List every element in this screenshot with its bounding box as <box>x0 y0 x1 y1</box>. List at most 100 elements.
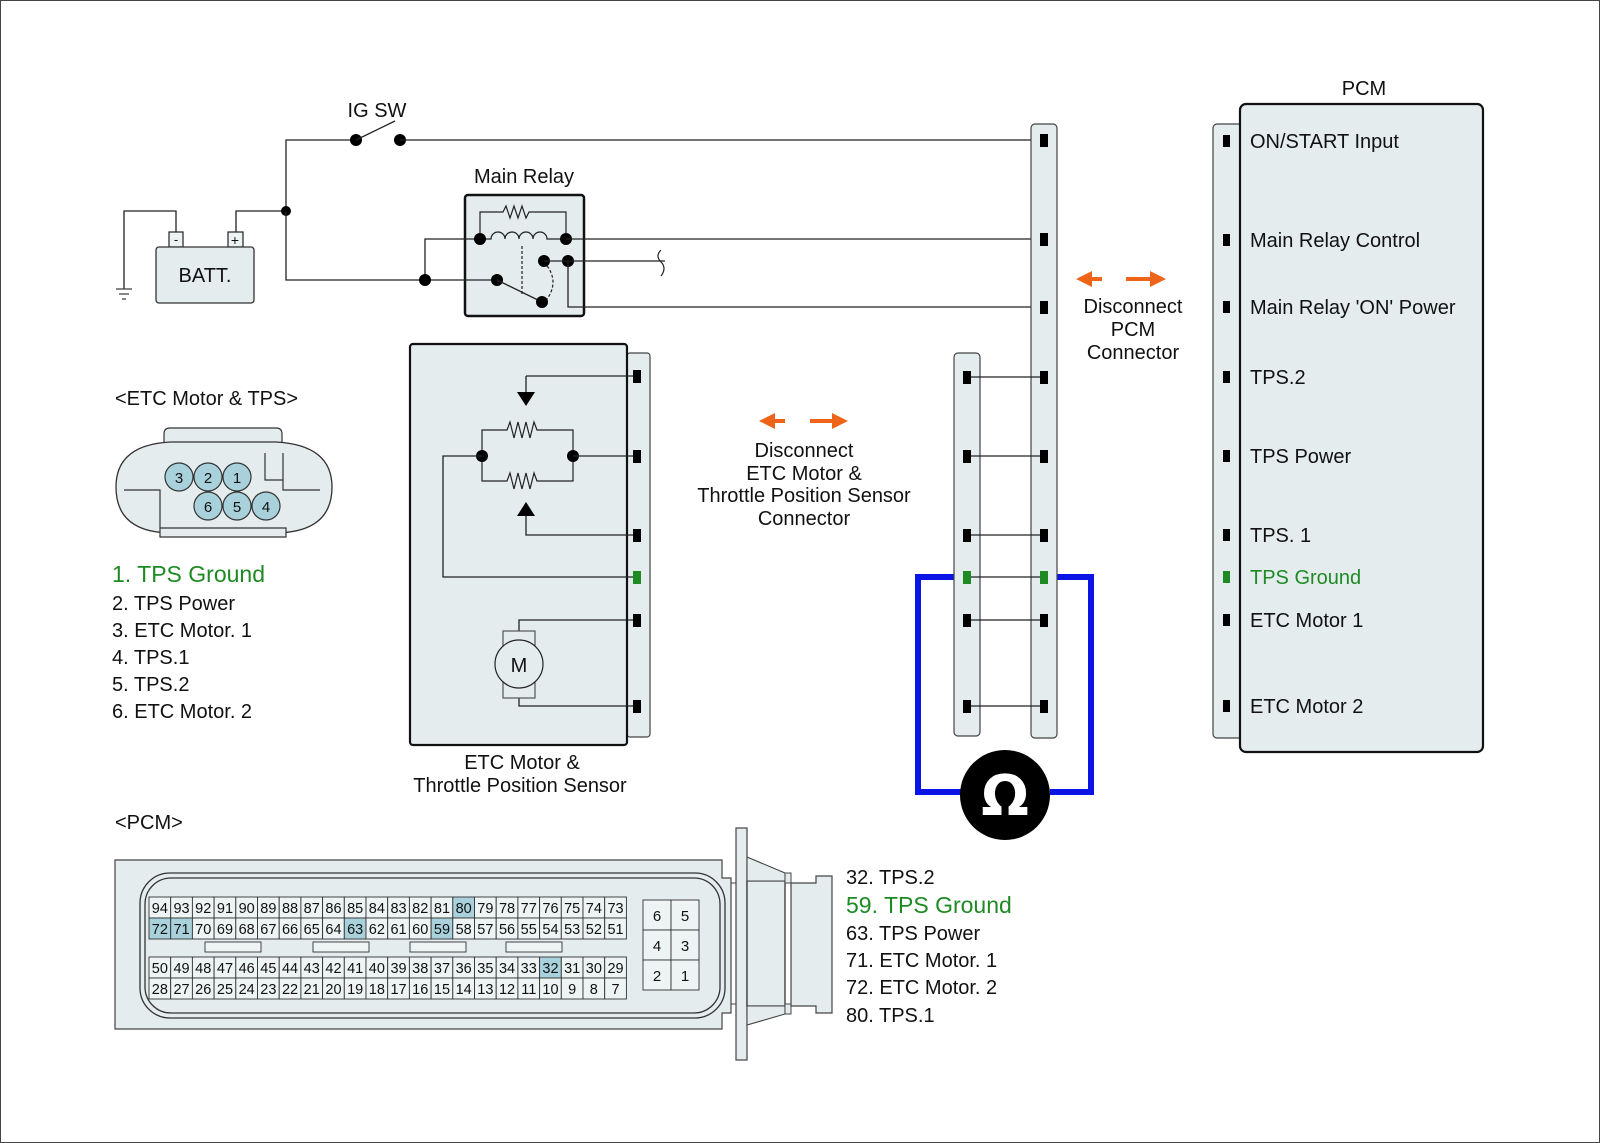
pcm-pin-number: 63 <box>347 922 363 938</box>
pcm-small-pin <box>670 929 700 961</box>
etc-legend-item: 1. TPS Ground <box>112 561 265 587</box>
pcm-pin-number: 9 <box>568 982 576 998</box>
pcm-pin-number: 26 <box>195 982 211 998</box>
pcm-pin-number: 24 <box>239 982 255 998</box>
etc-harness-ground-pin[interactable] <box>963 571 971 584</box>
etc-pin <box>193 462 223 492</box>
pcm-connector-pin <box>604 977 627 1000</box>
pcm-pin-number: 64 <box>325 922 341 938</box>
pcm-harness-pin[interactable] <box>1040 614 1048 627</box>
sensor-caption-line1: ETC Motor & <box>464 752 580 774</box>
etc-pin-number: 1 <box>233 470 241 487</box>
pcm-pin-number: 49 <box>173 961 189 977</box>
pcm-pin-number: 61 <box>390 922 406 938</box>
pcm-pin-label: TPS. 1 <box>1250 525 1311 547</box>
pcm-pin-label: ON/START Input <box>1250 131 1399 153</box>
etc-harness-pin[interactable] <box>963 529 971 542</box>
etc-harness-pin[interactable] <box>963 700 971 713</box>
pcm-harness-pin[interactable] <box>1040 371 1048 384</box>
pcm-pin-number: 40 <box>369 961 385 977</box>
etc-pin <box>193 491 223 521</box>
pcm-pin-label: TPS.2 <box>1250 367 1306 389</box>
etc-legend-item: 2. TPS Power <box>112 593 235 615</box>
pcm-pin-number: 15 <box>434 982 450 998</box>
pcm-pin-number: 37 <box>434 961 450 977</box>
meter-lead-left <box>915 574 965 795</box>
pcm-pin-number: 67 <box>260 922 276 938</box>
pcm-pin-number: 94 <box>152 901 168 917</box>
pcm-harness-connector <box>1030 123 1058 739</box>
pcm-pin-marker <box>1223 571 1230 583</box>
pcm-pin-label: Main Relay 'ON' Power <box>1250 297 1456 319</box>
pcm-pin-number: 58 <box>456 922 472 938</box>
pcm-legend-item: 59. TPS Ground <box>846 892 1012 918</box>
disconnect-etc-line1: Disconnect <box>755 440 854 462</box>
etc-pin-number: 2 <box>204 470 212 487</box>
pcm-pin-number: 19 <box>347 982 363 998</box>
etc-harness-pin[interactable] <box>963 614 971 627</box>
pcm-pin-number: 79 <box>477 901 493 917</box>
pcm-pin-number: 16 <box>412 982 428 998</box>
pcm-pin-number: 80 <box>456 901 472 917</box>
main-relay-label: Main Relay <box>474 166 574 188</box>
etc-harness-connector <box>953 352 981 737</box>
ohmmeter[interactable]: Ω <box>960 750 1050 840</box>
pcm-pin-label: ETC Motor 1 <box>1250 610 1363 632</box>
pcm-legend-item: 72. ETC Motor. 2 <box>846 977 997 999</box>
pcm-harness-pin[interactable] <box>1040 450 1048 463</box>
pcm-small-pin-number: 5 <box>681 908 689 925</box>
pcm-pin-number: 72 <box>152 922 168 938</box>
etc-legend-item: 6. ETC Motor. 2 <box>112 701 252 723</box>
ground-icon <box>116 288 132 300</box>
ig-sw-label: IG SW <box>348 100 407 122</box>
pcm-pin-marker <box>1223 135 1230 147</box>
pcm-pin-number: 92 <box>195 901 211 917</box>
ohmmeter-body[interactable] <box>960 750 1050 840</box>
battery-negative-terminal: - <box>174 232 178 247</box>
etc-pin-number: 3 <box>175 470 183 487</box>
pcm-small-pin-number: 2 <box>653 968 661 985</box>
disconnect-etc-line3: Throttle Position Sensor <box>697 485 911 507</box>
pcm-legend-item: 32. TPS.2 <box>846 867 935 889</box>
pcm-pin-number: 82 <box>412 901 428 917</box>
pcm-pin-number: 86 <box>325 901 341 917</box>
pcm-pin-number: 23 <box>260 982 276 998</box>
pcm-pin-number: 47 <box>217 961 233 977</box>
pcm-pin-number: 11 <box>521 982 536 998</box>
pcm-pin-number: 74 <box>586 901 602 917</box>
pcm-pin-number: 87 <box>304 901 320 917</box>
pcm-pin-number: 39 <box>390 961 406 977</box>
connector-key-slot <box>204 941 262 953</box>
pcm-pin-label: TPS Power <box>1250 446 1351 468</box>
pcm-pin-number: 56 <box>499 922 515 938</box>
pcm-pin-number: 31 <box>564 961 580 977</box>
pcm-pin-number: 93 <box>173 901 189 917</box>
pcm-small-pin <box>642 959 672 991</box>
pcm-harness-pin[interactable] <box>1040 529 1048 542</box>
pcm-pin-number: 60 <box>412 922 428 938</box>
pcm-pin-number: 14 <box>456 982 472 998</box>
etc-harness-pin[interactable] <box>963 371 971 384</box>
pcm-harness-pin[interactable] <box>1040 700 1048 713</box>
etc-harness-pin[interactable] <box>963 450 971 463</box>
etc-pin <box>222 491 252 521</box>
pcm-pin-number: 10 <box>542 982 558 998</box>
pcm-pin-number: 12 <box>499 982 515 998</box>
pcm-pin-number: 20 <box>325 982 341 998</box>
disconnect-etc-line4: Connector <box>758 508 851 530</box>
pcm-small-pin-number: 1 <box>681 968 689 985</box>
pcm-harness-ground-pin[interactable] <box>1040 571 1048 584</box>
disconnect-pcm-line2: PCM <box>1111 319 1155 341</box>
pcm-pin-number: 51 <box>607 922 623 938</box>
etc-pin-number: 4 <box>262 499 270 516</box>
pcm-pin-number: 18 <box>369 982 385 998</box>
ohm-icon: Ω <box>981 764 1029 829</box>
pcm-pin-number: 45 <box>260 961 276 977</box>
etc-pin <box>251 491 281 521</box>
pcm-pin-number: 78 <box>499 901 515 917</box>
pcm-connector-title: <PCM> <box>115 812 183 834</box>
pcm-pin-number: 59 <box>434 922 450 938</box>
pcm-pin-number: 41 <box>347 961 363 977</box>
